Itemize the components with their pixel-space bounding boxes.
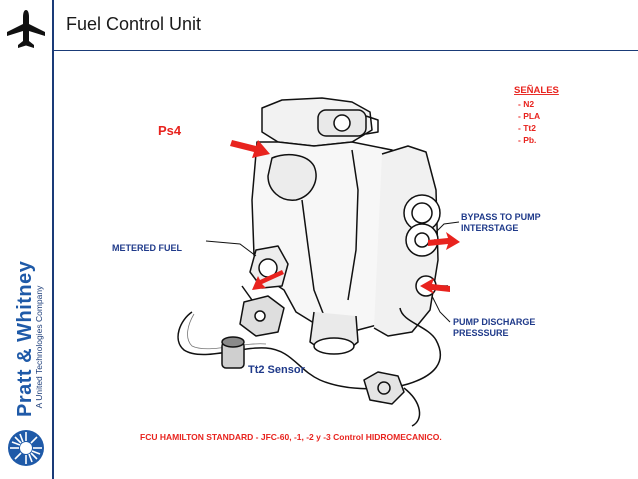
brand-subtitle: A United Technologies Company — [34, 285, 44, 409]
label-pump-line2: PRESSSURE — [453, 328, 509, 338]
signal-item-n2: - N2 — [518, 99, 534, 109]
signal-item-pla: - PLA — [518, 111, 540, 121]
signals-heading: SEÑALES — [514, 85, 559, 96]
label-ps4: Ps4 — [158, 123, 182, 138]
metered-fuel-arrow-icon — [252, 270, 284, 290]
pump-discharge-arrow-icon — [420, 278, 450, 294]
bypass-arrow-icon — [428, 232, 460, 250]
signal-item-tt2: - Tt2 — [518, 123, 536, 133]
signal-item-pb: - Pb. — [518, 135, 536, 145]
leader-lines — [205, 221, 460, 323]
diagram-caption: FCU HAMILTON STANDARD - JFC-60, -1, -2 y… — [140, 432, 442, 442]
label-pump-line1: PUMP DISCHARGE — [453, 317, 535, 327]
airplane-icon — [7, 10, 45, 48]
indicator-arrows — [230, 140, 460, 294]
page-title: Fuel Control Unit — [66, 14, 202, 34]
label-bypass-line1: BYPASS TO PUMP — [461, 212, 541, 222]
fcu-unit-drawing — [177, 97, 455, 427]
brand-sidebar: Pratt & Whitney A United Technologies Co… — [0, 0, 54, 479]
fcu-diagram: SEÑALES - N2 - PLA - Tt2 - Pb. — [112, 85, 559, 442]
label-metered-fuel: METERED FUEL — [112, 243, 183, 253]
brand-block: Pratt & Whitney A United Technologies Co… — [0, 261, 52, 425]
pw-eagle-logo-icon — [8, 430, 44, 466]
label-bypass-line2: INTERSTAGE — [461, 223, 518, 233]
label-tt2-sensor: Tt2 Sensor — [248, 364, 306, 376]
slide-header: Fuel Control Unit — [52, 0, 638, 51]
ps4-arrow-icon — [230, 140, 270, 158]
